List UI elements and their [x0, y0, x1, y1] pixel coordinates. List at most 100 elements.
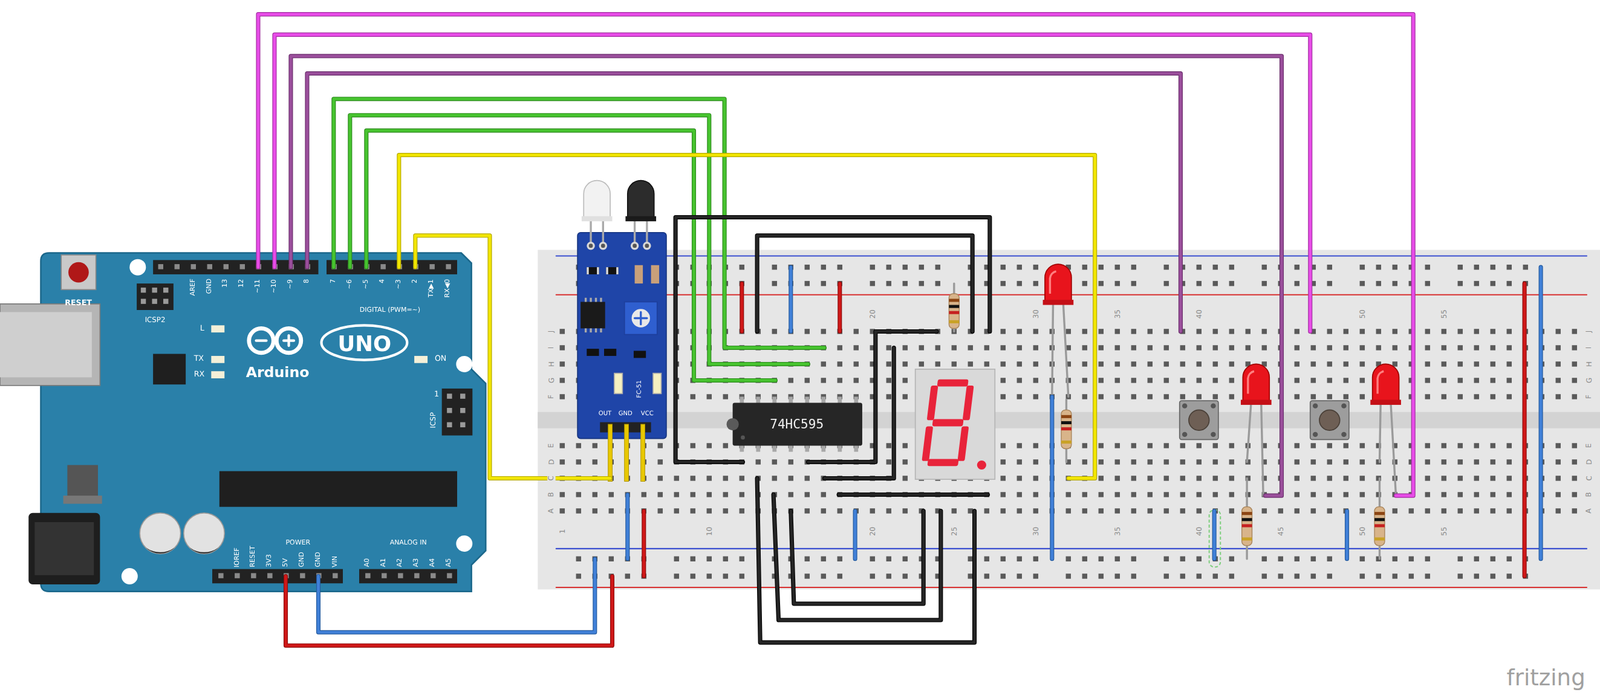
chip-pin — [804, 396, 810, 404]
breadboard-hole — [1082, 394, 1088, 400]
board-label: A2 — [396, 558, 404, 568]
breadboard-hole — [1164, 361, 1169, 367]
rail-hole — [902, 573, 908, 579]
breadboard-hole — [1441, 492, 1447, 498]
rail-hole — [1310, 573, 1316, 579]
wire-edge — [808, 331, 938, 462]
board-label: ANALOG IN — [390, 539, 427, 548]
resistor-band — [1242, 518, 1253, 522]
breadboard-hole — [1196, 345, 1202, 351]
rail-hole — [1327, 264, 1333, 270]
wire — [838, 283, 842, 332]
breadboard-hole — [1196, 443, 1202, 449]
capacitor-mark — [145, 547, 175, 554]
rail-hole — [1229, 264, 1235, 270]
breadboard-hole — [1425, 492, 1431, 498]
breadboard-hole — [1000, 459, 1006, 465]
smd-part — [586, 348, 599, 357]
row-letter: D — [1584, 458, 1594, 466]
breadboard-hole — [1572, 443, 1578, 449]
header-pin — [640, 424, 646, 482]
rail-hole — [608, 556, 614, 562]
breadboard-hole — [1033, 377, 1039, 383]
breadboard-hole — [1572, 508, 1578, 514]
rail-hole — [886, 556, 892, 562]
board-label: ~5 — [362, 278, 371, 289]
breadboard-hole — [837, 361, 843, 367]
rail-hole — [1261, 281, 1267, 287]
ir-receiver-flange — [625, 216, 657, 222]
breadboard-hole — [1196, 361, 1202, 367]
chip-pin — [755, 396, 761, 404]
solder-pad — [586, 241, 596, 251]
breadboard-hole — [1294, 443, 1300, 449]
breadboard-hole — [1213, 475, 1218, 481]
header-pin — [365, 573, 371, 579]
led-body — [1242, 364, 1270, 402]
breadboard-hole — [804, 328, 810, 334]
module-label: VCC — [640, 409, 654, 418]
resistor-band — [1061, 427, 1072, 431]
resistor-band — [1374, 524, 1385, 528]
pushbutton-cap — [1188, 409, 1210, 431]
breadboard-hole — [1098, 508, 1104, 514]
breadboard-hole — [1294, 508, 1300, 514]
row-letter: E — [547, 442, 556, 450]
chip-pin — [788, 445, 793, 453]
rail-hole — [576, 573, 582, 579]
chip-dot — [740, 435, 745, 441]
rail-hole — [1457, 556, 1463, 562]
breadboard-hole — [1017, 492, 1022, 498]
rail-hole — [1327, 281, 1333, 287]
breadboard-hole — [674, 492, 680, 498]
breadboard-hole — [1033, 345, 1039, 351]
rail-hole — [984, 573, 990, 579]
rail-hole — [1359, 573, 1365, 579]
breadboard-hole — [1147, 377, 1153, 383]
rail-hole — [1082, 573, 1088, 579]
wire — [258, 14, 1414, 497]
breadboard-hole — [1343, 475, 1349, 481]
rail-hole — [804, 281, 810, 287]
header-pin — [267, 573, 273, 579]
breadboard-hole — [592, 443, 598, 449]
breadboard-hole — [1082, 492, 1088, 498]
potentiometer-knob — [631, 308, 651, 328]
column-number: 35 — [1113, 308, 1122, 320]
rail-hole — [837, 573, 843, 579]
chip-pin — [804, 445, 810, 453]
breadboard-hole — [1343, 443, 1349, 449]
breadboard-hole — [1343, 377, 1349, 383]
breadboard-hole — [1343, 394, 1349, 400]
chip-pin — [755, 445, 761, 453]
breadboard-hole — [1555, 394, 1561, 400]
rail-hole — [723, 556, 729, 562]
breadboard-hole — [1213, 443, 1218, 449]
board-label: GND — [314, 552, 323, 568]
rail-hole — [1506, 573, 1512, 579]
breadboard-hole — [1000, 361, 1006, 367]
rail-hole — [1425, 556, 1431, 562]
display-segment — [937, 379, 969, 387]
ir-receiver — [627, 180, 655, 220]
breadboard-hole — [1180, 475, 1186, 481]
breadboard-hole — [1359, 328, 1365, 334]
header-pin — [460, 408, 466, 414]
wire — [853, 510, 857, 559]
part-art-group — [0, 253, 486, 592]
resistor-band — [948, 298, 960, 302]
column-number: 1 — [558, 528, 567, 536]
breadboard-hole — [919, 361, 924, 367]
wire — [675, 217, 990, 462]
breadboard-hole — [592, 492, 598, 498]
resistor-band — [1242, 524, 1253, 528]
breadboard-hole — [1490, 345, 1496, 351]
breadboard-hole — [1506, 443, 1512, 449]
board-label: TX — [194, 354, 204, 364]
row-letter: E — [1584, 442, 1594, 450]
rail-hole — [1017, 281, 1022, 287]
resistor-body — [1374, 507, 1385, 547]
rail-hole — [1278, 556, 1284, 562]
wire-edge — [333, 99, 825, 349]
rail-hole — [1523, 264, 1529, 270]
